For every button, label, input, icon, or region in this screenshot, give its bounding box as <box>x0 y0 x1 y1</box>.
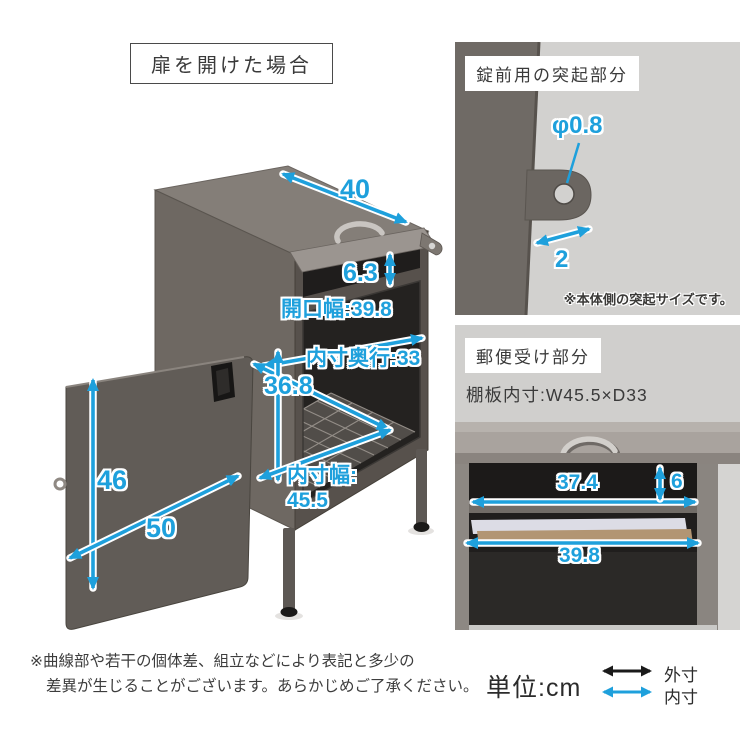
cabinet-lid-open <box>289 221 443 273</box>
dim-inner-width: 内寸幅: 45.5 <box>287 463 357 513</box>
shelf-inner-size-note: 棚板内寸:W45.5×D33 <box>466 385 648 405</box>
open-door-cabinet-illustration <box>53 165 443 630</box>
dim-opening-width: 開口幅:39.8 <box>281 298 392 321</box>
top-depth-arrow <box>279 170 410 226</box>
mail-panel-title-box: 郵便受け部分 <box>465 338 601 373</box>
tab-width-arrow <box>533 225 593 247</box>
lock-tab-closeup <box>524 169 592 221</box>
lid-top <box>455 422 740 464</box>
unit-label: 単位:cm <box>486 674 582 702</box>
mail-slot-photo <box>455 422 740 630</box>
opening-width-arrow <box>260 334 426 370</box>
lock-tab <box>419 232 443 256</box>
dim-inner-height: 36.8 <box>264 372 313 400</box>
dim-inner-width-label: 内寸幅: <box>287 464 357 487</box>
cabinet-front-legs <box>280 449 430 617</box>
dim-opening-width: 39.8 <box>559 544 600 567</box>
legend-arrows <box>602 665 652 698</box>
dim-slot-height: 6 <box>671 470 683 493</box>
mail-panel: 郵便受け部分 棚板内寸:W45.5×D33 <box>455 325 740 630</box>
pointer-line <box>565 142 581 184</box>
dim-tab-width: 2 <box>555 246 569 273</box>
disclaimer-note: ※曲線部や若干の個体差、組立などにより表記と多少の 差異が生じることがございます… <box>30 650 478 700</box>
dimension-arrows <box>66 170 426 592</box>
dim-door-width: 50 <box>146 513 177 543</box>
dim-slot-width: 37.4 <box>557 471 598 494</box>
legend-outer-label: 外寸 <box>664 666 698 685</box>
dim-door-height: 46 <box>97 465 128 495</box>
disclaimer-line2: 差異が生じることがございます。あらかじめご了承ください。 <box>46 677 479 695</box>
lock-panel-title: 錠前用の突起部分 <box>476 66 628 85</box>
mail-panel-title: 郵便受け部分 <box>476 348 590 367</box>
lid-handle <box>560 436 618 457</box>
lock-protrusion-panel: 錠前用の突起部分 φ0.8 2 ※本体側の突起サイズです。 <box>455 42 740 315</box>
open-door <box>53 356 254 630</box>
dim-slot-height: 6.3 <box>343 259 378 287</box>
door-hook <box>53 477 67 491</box>
dim-inner-depth: 内寸奥行:33 <box>306 347 421 370</box>
dim-hole-diameter: φ0.8 <box>552 112 603 139</box>
dim-inner-width-value: 45.5 <box>287 489 328 513</box>
cabinet-edge <box>455 42 539 315</box>
title-box: 扉を開けた場合 <box>130 43 333 84</box>
lock-protrusion-photo <box>455 42 593 315</box>
inner-width-arrow <box>256 426 394 482</box>
page-title: 扉を開けた場合 <box>151 55 312 77</box>
lid-handle <box>334 221 385 244</box>
lock-hole <box>553 183 575 205</box>
legend-inner-label: 内寸 <box>664 688 698 707</box>
lock-panel-title-box: 錠前用の突起部分 <box>465 56 639 91</box>
disclaimer-line1: ※曲線部や若干の個体差、組立などにより表記と多少の <box>30 653 415 670</box>
dim-top-depth: 40 <box>340 174 371 204</box>
lock-panel-note: ※本体側の突起サイズです。 <box>563 292 733 307</box>
door-width-arrow <box>66 472 242 562</box>
